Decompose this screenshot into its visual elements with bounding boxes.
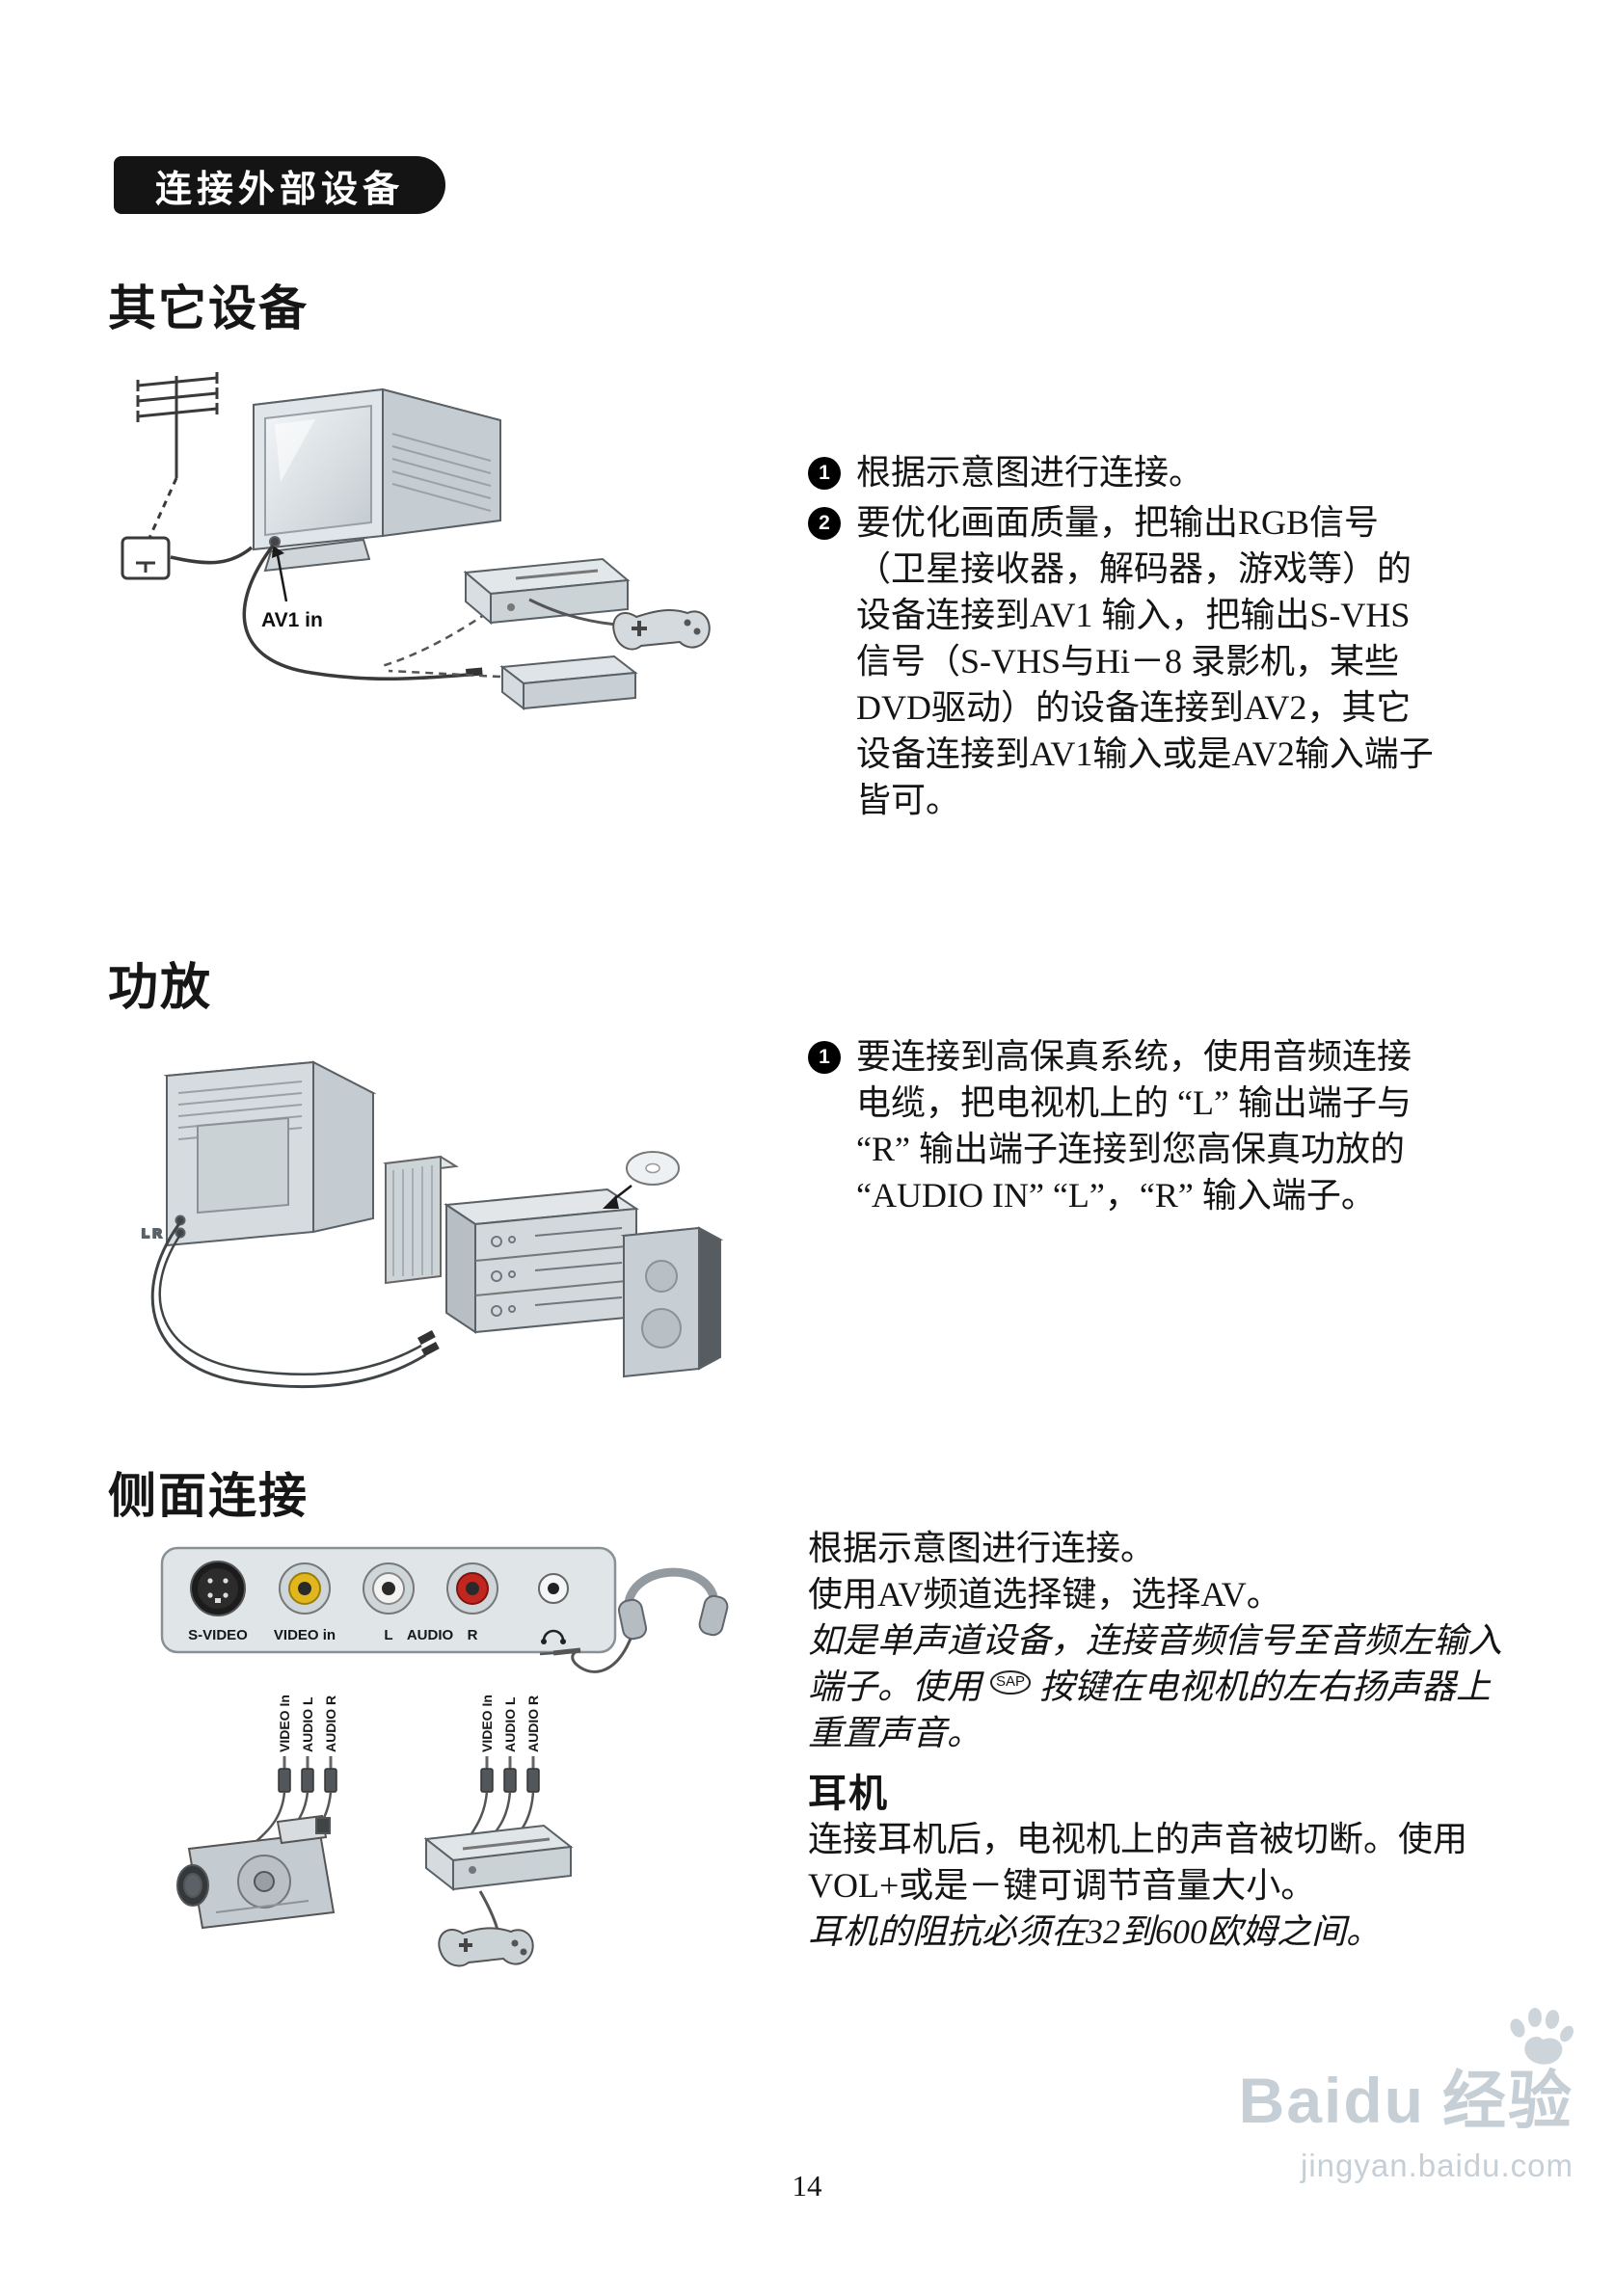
paw-icon <box>1510 2008 1574 2065</box>
instruction-step-2: 2 要优化画面质量，把输出RGB信号（卫星接收器，解码器，游戏等）的设备连接到A… <box>808 499 1444 823</box>
plug-label-audio-l-b: AUDIO L <box>502 1696 518 1752</box>
section-header-badge: 连接外部设备 <box>114 156 445 214</box>
plug-label-audio-r: AUDIO R <box>323 1695 338 1752</box>
watermark-url: jingyan.baidu.com <box>1301 2148 1574 2183</box>
watermark-brand: Baidu <box>1238 2065 1425 2136</box>
game-console-b-icon <box>423 1824 574 1892</box>
antenna-cable <box>170 546 254 565</box>
page-number: 14 <box>792 2169 822 2203</box>
headphones-text: 连接耳机后，电视机上的声音被切断。使用VOL+或是－键可调节音量大小。 <box>808 1820 1468 1905</box>
headphones-icon <box>539 1567 729 1673</box>
hifi-stack-icon <box>444 1188 639 1334</box>
svideo-jack-icon <box>190 1561 246 1616</box>
audio-l-label: L <box>384 1627 392 1643</box>
decoder-box-icon <box>499 654 638 711</box>
video-in-label: VIDEO in <box>274 1627 336 1643</box>
side-connection-title: 侧面连接 <box>108 1469 309 1523</box>
audio-right-jack-icon <box>446 1562 498 1615</box>
amplifier-illustration: L R <box>141 1060 724 1389</box>
amplifier-instructions: 1 要连接到高保真系统，使用音频连接电缆，把电视机上的 “L” 输出端子与 “R… <box>808 1033 1444 1222</box>
console-plug-group: VIDEO In AUDIO L AUDIO R <box>469 1695 541 1846</box>
camcorder-icon <box>176 1814 336 1930</box>
step-text: 根据示意图进行连接。 <box>856 453 1204 492</box>
tv-rear-icon: L R <box>141 1060 377 1247</box>
sap-key-icon: SAP <box>990 1670 1032 1695</box>
speaker-right-icon <box>620 1226 724 1378</box>
tv-icon <box>253 387 501 573</box>
headphones-instructions: 连接耳机后，电视机上的声音被切断。使用VOL+或是－键可调节音量大小。 耳机的阻… <box>808 1816 1483 1955</box>
av-cable <box>242 544 469 681</box>
side-line-2: 使用AV频道选择键，选择AV。 <box>808 1575 1281 1614</box>
step-number-badge: 1 <box>808 1041 841 1074</box>
antenna-socket-icon <box>121 536 171 580</box>
step-text: 要连接到高保真系统，使用音频连接电缆，把电视机上的 “L” 输出端子与 “R” … <box>856 1037 1412 1215</box>
audio-left-jack-icon <box>363 1562 415 1615</box>
dashed-connection-2 <box>388 669 501 679</box>
section-header-label: 连接外部设备 <box>154 169 404 210</box>
side-connection-illustration: S-VIDEO VIDEO in L AUDIO R VID <box>160 1546 729 1967</box>
plug-label-video-b: VIDEO In <box>479 1695 495 1752</box>
mono-notice-post: 按键在电视机的左右扬声器上重置声音。 <box>808 1668 1492 1752</box>
headphone-jack-icon <box>538 1573 569 1644</box>
amplifier-title: 功放 <box>108 960 213 1016</box>
instruction-step-1: 1 要连接到高保真系统，使用音频连接电缆，把电视机上的 “L” 输出端子与 “R… <box>808 1033 1444 1218</box>
other-devices-instructions: 1 根据示意图进行连接。 2 要优化画面质量，把输出RGB信号（卫星接收器，解码… <box>808 449 1444 827</box>
step-text: 要优化画面质量，把输出RGB信号（卫星接收器，解码器，游戏等）的设备连接到AV1… <box>856 503 1434 819</box>
audio-cables <box>150 1221 440 1389</box>
side-connection-instructions: 根据示意图进行连接。 使用AV频道选择键，选择AV。 如是单声道设备，连接音频信… <box>808 1525 1502 1756</box>
audio-r-label: R <box>468 1627 478 1643</box>
plug-label-video: VIDEO In <box>277 1695 292 1752</box>
av1-in-callout: AV1 in <box>261 546 323 631</box>
cd-disc-icon <box>603 1151 680 1209</box>
lr-output-label: L R <box>142 1226 162 1241</box>
dashed-connection <box>378 611 488 669</box>
side-line-1: 根据示意图进行连接。 <box>808 1529 1156 1567</box>
mono-notice-pre: 如是单声道设备，连接音频信号至音频左输入端子。使用 <box>808 1621 1503 1706</box>
headphones-impedance-note: 耳机的阻抗必须在32到600欧姆之间。 <box>808 1912 1382 1951</box>
plug-label-audio-l: AUDIO L <box>300 1696 315 1752</box>
audio-label: AUDIO <box>407 1627 454 1643</box>
av1-in-label: AV1 in <box>261 609 323 631</box>
gamepad-icon <box>528 598 711 651</box>
camcorder-plug-group: VIDEO In AUDIO L AUDIO R <box>256 1695 338 1855</box>
step-number-badge: 2 <box>808 507 841 540</box>
game-console-icon <box>463 557 631 626</box>
antenna-icon <box>136 372 219 539</box>
headphones-title: 耳机 <box>808 1773 889 1815</box>
mono-notice: 如是单声道设备，连接音频信号至音频左输入端子。使用 SAP 按键在电视机的左右扬… <box>808 1617 1502 1756</box>
video-in-jack-icon <box>279 1562 331 1615</box>
watermark-suffix: 经验 <box>1442 2065 1574 2136</box>
other-devices-illustration: AV1 in <box>121 372 711 711</box>
svideo-label: S-VIDEO <box>188 1627 248 1643</box>
speaker-left-icon <box>383 1155 459 1285</box>
instruction-step-1: 1 根据示意图进行连接。 <box>808 449 1444 495</box>
gamepad-b-icon <box>438 1890 534 1967</box>
plug-label-audio-r-b: AUDIO R <box>525 1695 541 1752</box>
connector-panel: S-VIDEO VIDEO in L AUDIO R <box>160 1546 617 1654</box>
other-devices-title: 其它设备 <box>108 281 309 335</box>
step-number-badge: 1 <box>808 457 841 490</box>
